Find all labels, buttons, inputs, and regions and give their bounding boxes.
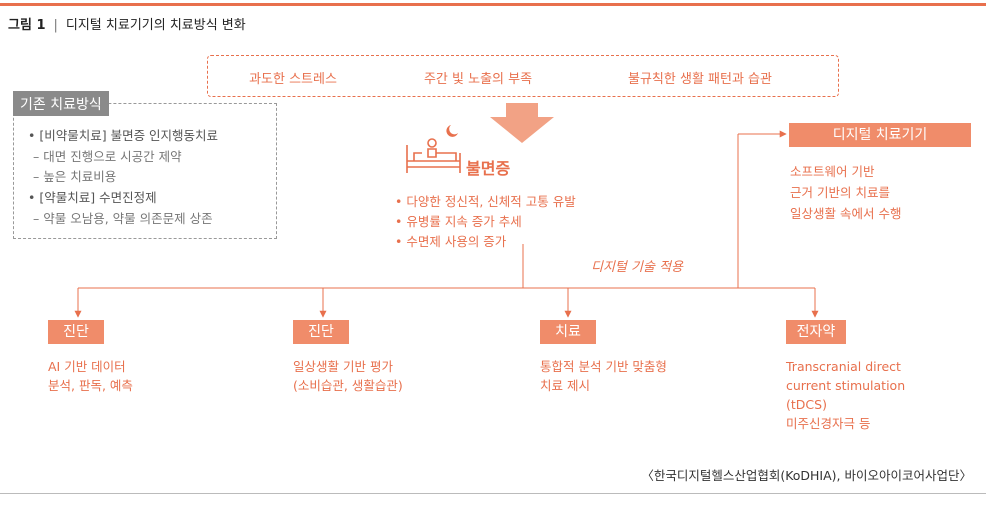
dtx-line: 일상생활 속에서 수행 [790,206,902,221]
trad-line: • [약물치료] 수면진정제 [28,190,157,205]
traditional-box [13,103,277,239]
trad-line: – 대면 진행으로 시공간 제약 [33,149,182,164]
dtx-line: 근거 기반의 치료를 [790,185,890,200]
figure-label: 그림 1 [8,18,46,33]
down-arrow-icon [490,103,554,143]
branch-detail-4: Transcranial direct current stimulation … [786,357,905,433]
insomnia-title: 불면증 [466,159,511,178]
branch-detail-line: 미주신경자극 등 [786,416,871,431]
cause-light: 주간 빛 노출의 부족 [423,72,533,87]
figure-title-text: 디지털 치료기기의 치료방식 변화 [65,18,246,33]
insomnia-item: • 수면제 사용의 증가 [395,234,507,249]
figure-title: 그림 1 | 디지털 치료기기의 치료방식 변화 [8,14,246,33]
bottom-rule [0,493,986,494]
branch-detail-line: current stimulation [786,378,906,393]
branch-badge-diagnosis-ai: 진단 [48,320,104,344]
branch-detail-line: 분석, 판독, 예측 [48,378,133,393]
branch-detail-line: 치료 제시 [540,378,590,393]
dtx-badge: 디지털 치료기기 [789,123,971,147]
branch-detail-2: 일상생활 기반 평가 (소비습관, 생활습관) [293,357,403,395]
trad-line: – 약물 오남용, 약물 의존문제 상존 [33,211,213,226]
trad-line: • [비약물치료] 불면증 인지행동치료 [28,128,219,143]
digital-tech-label: 디지털 기술 적용 [591,260,683,275]
branch-detail-line: Transcranial direct [786,359,901,374]
insomnia-item: • 유병률 지속 증가 추세 [395,214,522,229]
branch-badge-diagnosis-life: 진단 [293,320,349,344]
traditional-title: 기존 치료방식 [13,91,109,116]
branch-detail-1: AI 기반 데이터 분석, 판독, 예측 [48,357,133,395]
cause-stress: 과도한 스트레스 [249,72,337,87]
branch-detail-line: AI 기반 데이터 [48,359,126,374]
branch-badge-treatment: 치료 [540,320,596,344]
branch-badge-electroceutical: 전자약 [786,320,846,344]
branch-detail-line: 일상생활 기반 평가 [293,359,393,374]
branch-detail-line: (tDCS) [786,397,827,412]
top-rule [0,3,986,6]
causes-box [207,55,839,97]
branch-detail-line: (소비습관, 생활습관) [293,378,403,393]
branch-detail-line: 통합적 분석 기반 맞춤형 [540,359,667,374]
trad-line: – 높은 치료비용 [33,169,117,184]
dtx-line: 소프트웨어 기반 [790,164,875,179]
source-citation: 〈한국디지털헬스산업협회(KoDHIA), 바이오아이코어사업단〉 [641,468,972,483]
cause-irregular: 불규칙한 생활 패턴과 습관 [628,72,772,87]
insomnia-item: • 다양한 정신적, 신체적 고통 유발 [395,194,576,209]
sleeping-person-icon [406,125,461,173]
branch-detail-3: 통합적 분석 기반 맞춤형 치료 제시 [540,357,667,395]
figure-separator: | [53,18,58,33]
